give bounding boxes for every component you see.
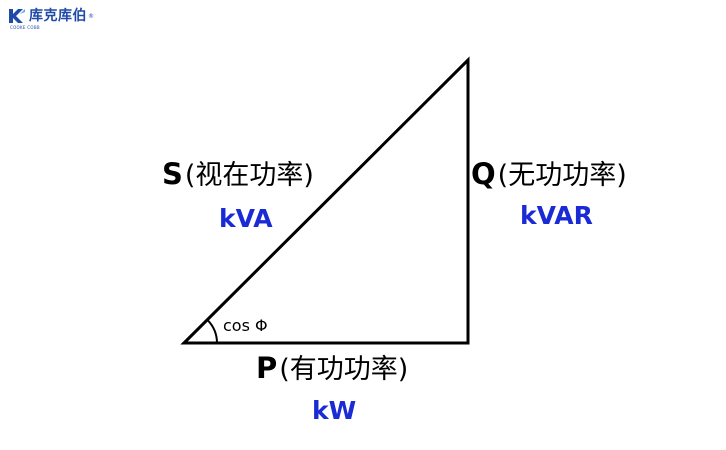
p-label: P(有功功率) — [256, 351, 409, 385]
p-symbol: P — [256, 351, 278, 385]
logo-subtext: COOKE COBB — [10, 25, 40, 30]
brand-logo: 库克库伯 ® COOKE COBB — [8, 8, 94, 30]
p-unit: kW — [312, 396, 357, 425]
s-symbol: S — [162, 157, 183, 191]
q-label: Q(无功功率) — [471, 157, 627, 191]
angle-arc — [206, 319, 218, 344]
logo-registered-mark: ® — [88, 12, 94, 20]
q-unit: kVAR — [520, 201, 593, 230]
s-label: S(视在功率) — [162, 157, 314, 191]
logo-text: 库克库伯 — [29, 8, 87, 24]
q-symbol: Q — [471, 157, 496, 191]
logo-k-icon — [9, 9, 25, 23]
s-name: (视在功率) — [184, 160, 314, 191]
p-name: (有功功率) — [279, 354, 409, 385]
angle-label: cos Φ — [223, 316, 268, 335]
s-unit: kVA — [219, 204, 273, 233]
triangle-outline — [180, 56, 470, 345]
q-name: (无功功率) — [497, 160, 627, 191]
logo-row: 库克库伯 ® — [8, 8, 94, 24]
